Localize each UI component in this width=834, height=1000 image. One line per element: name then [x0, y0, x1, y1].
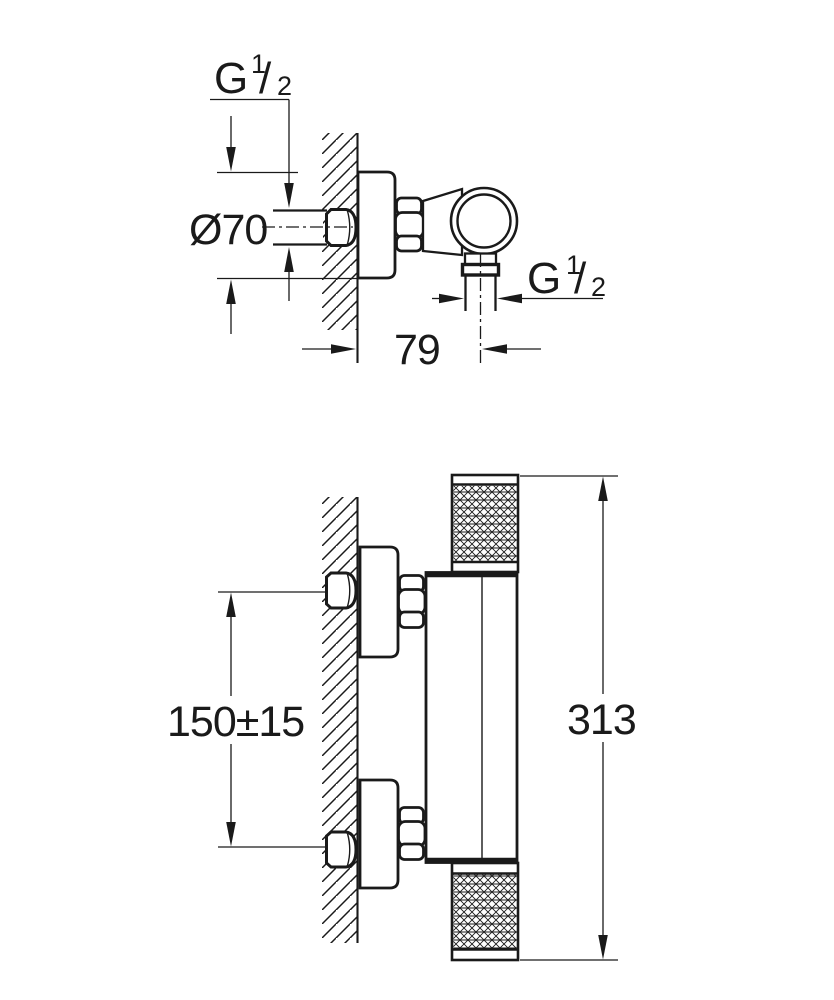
arrowhead-up [226, 592, 236, 617]
union-nut-mid-facet [394, 211, 425, 239]
arrowhead-down [226, 822, 236, 847]
dimension-overall-height: 313 [520, 475, 637, 961]
arrowhead-left [482, 344, 507, 354]
arrowhead-right [439, 293, 464, 304]
wall-thread-slash: / [259, 54, 272, 103]
lower-union-nut-mid [397, 820, 427, 848]
wall-to-outlet-label: 79 [394, 326, 440, 374]
escutcheon-diameter-label: Ø70 [189, 206, 267, 254]
dimension-wall-to-outlet: 79 [302, 326, 541, 374]
arrowhead-up [598, 476, 608, 501]
overall-height-label: 313 [567, 696, 636, 744]
escutcheon [356, 170, 397, 280]
arrowhead-down [284, 183, 294, 208]
volume-handle-knurl [453, 874, 517, 949]
outlet-thread-g: G [527, 254, 561, 303]
body-cone [421, 187, 464, 257]
arrowhead-left [497, 293, 522, 304]
arrowhead-down [226, 147, 236, 172]
wall-thread-g: G [214, 54, 248, 103]
dimension-wall-thread: G 1 / 2 [210, 49, 294, 301]
body-inner-circle [456, 193, 512, 249]
upper-union-nut-mid [397, 588, 427, 616]
body-outer-circle [449, 186, 519, 256]
wall-thread-numerator: 1 [251, 49, 266, 79]
outlet-thread-denominator: 2 [591, 272, 606, 302]
top-view [262, 133, 519, 365]
lower-supply-nut-face [346, 833, 351, 866]
upper-union-nut-bottom [398, 610, 425, 629]
dimension-inlet-spacing: 150±15 [167, 592, 305, 847]
inlet-spacing-label: 150±15 [167, 698, 304, 746]
lower-escutcheon [358, 778, 400, 890]
wall-hatch [322, 497, 358, 943]
arrowhead-up [284, 247, 294, 272]
union-nut-bottom-facet [395, 234, 423, 253]
outlet-thread-numerator: 1 [566, 250, 581, 280]
lower-supply-nut [325, 830, 358, 869]
dimension-outlet-thread: G 1 / 2 [432, 250, 606, 304]
arrowhead-right [331, 344, 356, 354]
front-view [218, 473, 520, 962]
upper-supply-nut-face [346, 574, 351, 607]
arrowhead-up [226, 279, 236, 304]
upper-escutcheon [358, 545, 400, 659]
supply-nut-face [346, 210, 351, 245]
wall-thread-denominator: 2 [277, 71, 292, 101]
arrowhead-down [598, 935, 608, 960]
upper-supply-nut [325, 571, 358, 610]
lower-union-nut-bottom [398, 842, 425, 861]
dimension-escutcheon-diameter: Ø70 [189, 116, 358, 334]
temperature-handle-knurl [453, 485, 517, 561]
valve-body [424, 571, 519, 864]
outlet-thread-slash: / [574, 254, 587, 303]
